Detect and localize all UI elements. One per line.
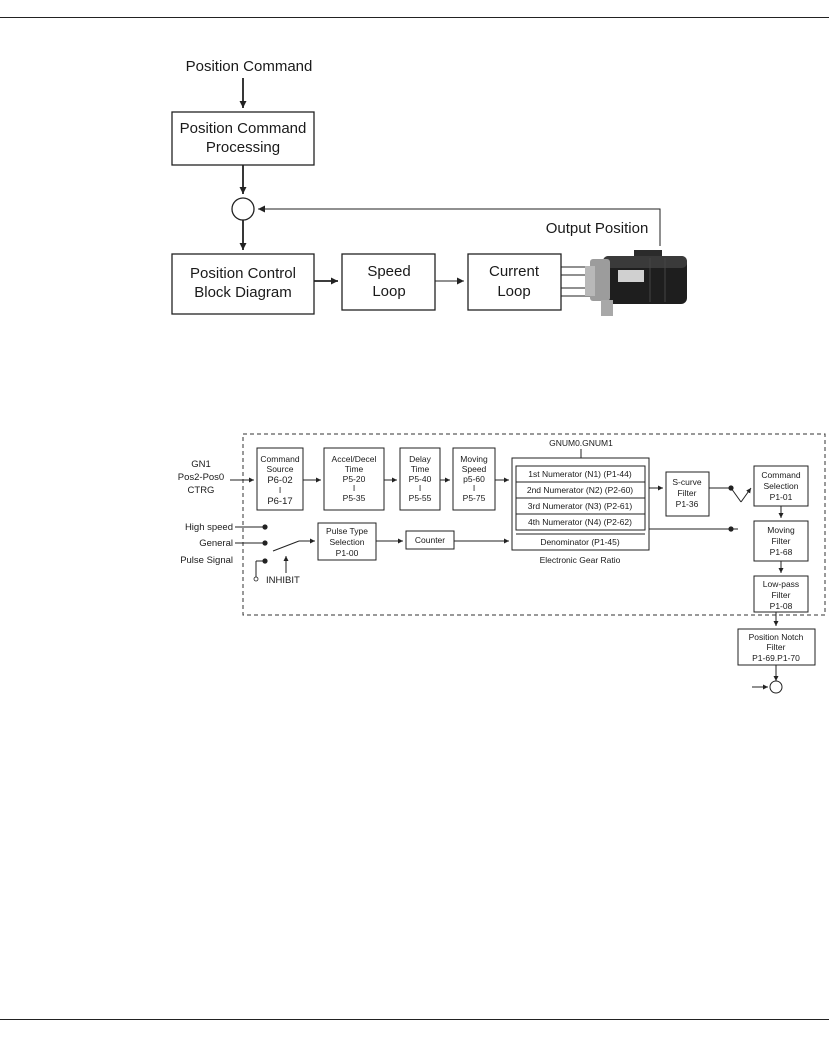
- electronic-gear-ratio-label: Electronic Gear Ratio: [540, 555, 621, 565]
- command-source-box: [256, 447, 304, 511]
- general-label: General: [199, 538, 233, 549]
- top-rule: [0, 17, 829, 18]
- bottom-rule: [0, 1019, 829, 1020]
- high-speed-contact: [262, 524, 268, 530]
- low-pass-l2: Filter: [772, 590, 791, 600]
- processing-box: [171, 111, 315, 166]
- moving-speed-l2: Speed: [462, 464, 487, 474]
- s-curve-box: [665, 471, 710, 517]
- input-pos: Pos2-Pos0: [178, 472, 224, 483]
- gnum-label: GNUM0.GNUM1: [549, 438, 613, 448]
- pcbd-box: [171, 253, 315, 315]
- moving-filter-box: [753, 520, 809, 562]
- high-speed-label: High speed: [185, 522, 233, 533]
- moving-speed-box: [452, 447, 496, 511]
- numerator-4: 4th Numerator (N4) (P2-62): [528, 517, 632, 527]
- delay-l5: P5-55: [409, 493, 432, 503]
- delay-l2: Time: [411, 464, 430, 474]
- current-loop-label-line1: Current: [489, 263, 540, 280]
- pulse-switch-end: [253, 576, 259, 582]
- delay-time-box: [399, 447, 441, 511]
- delay-l3: P5-40: [409, 474, 432, 484]
- numerator-2: 2nd Numerator (N2) (P2-60): [527, 485, 633, 495]
- delay-l1: Delay: [409, 454, 431, 464]
- numerator-4-box: [515, 513, 646, 531]
- command-source-l1: Command: [260, 454, 299, 464]
- processing-label-line1: Position Command: [180, 120, 307, 137]
- low-pass-l1: Low-pass: [763, 579, 799, 589]
- command-source-l2: Source: [267, 464, 294, 474]
- processing-label-line2: Processing: [206, 139, 280, 156]
- general-contact: [262, 540, 268, 546]
- low-pass-l3: P1-08: [770, 601, 793, 611]
- accel-decel-box: [323, 447, 385, 511]
- s-curve-l1: S-curve: [672, 477, 702, 487]
- low-pass-box: [753, 575, 809, 613]
- input-ctrg: CTRG: [188, 485, 215, 496]
- inhibit-label: INHIBIT: [266, 575, 300, 586]
- accel-l3: P5-20: [343, 474, 366, 484]
- moving-filter-l3: P1-68: [770, 547, 793, 557]
- input-gn1: GN1: [191, 459, 211, 470]
- moving-speed-l4: I: [473, 483, 475, 493]
- command-selection-box: [753, 465, 809, 507]
- servo-motor-icon: [585, 250, 687, 316]
- command-source-l3: P6-02: [267, 475, 292, 486]
- position-command-detail: GN1 Pos2-Pos0 CTRG Command Source P6-02 …: [178, 433, 826, 694]
- speed-loop-box: [341, 253, 436, 311]
- numerator-3: 3rd Numerator (N3) (P2-61): [528, 501, 633, 511]
- speed-loop-label-line1: Speed: [367, 263, 410, 280]
- pulse-type-l3: P1-00: [336, 548, 359, 558]
- s-curve-l2: Filter: [678, 488, 697, 498]
- summing-junction-2: [769, 680, 783, 694]
- notch-filter-box: [737, 628, 816, 666]
- moving-filter-l2: Filter: [772, 536, 791, 546]
- dashed-boundary: [242, 433, 826, 616]
- moving-filter-l1: Moving: [767, 525, 795, 535]
- feedback-line: [258, 205, 661, 246]
- pulse-switch-blade: [272, 540, 300, 552]
- counter-box: [405, 530, 455, 550]
- accel-l5: P5-35: [343, 493, 366, 503]
- pulse-type-l1: Pulse Type: [326, 526, 368, 536]
- s-curve-l3: P1-36: [676, 499, 699, 509]
- pulse-signal-label: Pulse Signal: [180, 555, 233, 566]
- numerator-1: 1st Numerator (N1) (P1-44): [528, 469, 632, 479]
- current-loop-label-line2: Loop: [497, 283, 530, 300]
- command-selection-l3: P1-01: [770, 492, 793, 502]
- position-command-label: Position Command: [186, 58, 313, 75]
- summing-junction: [231, 197, 255, 221]
- moving-speed-l5: P5-75: [463, 493, 486, 503]
- moving-speed-l3: p5-60: [463, 474, 485, 484]
- switch-blade: [730, 487, 742, 503]
- speed-loop-label-line2: Loop: [372, 283, 405, 300]
- moving-speed-l1: Moving: [460, 454, 488, 464]
- notch-l2: Filter: [767, 642, 786, 652]
- command-source-l4: I: [279, 485, 281, 495]
- switch-contact-lower: [728, 526, 734, 532]
- arrow-to-command-selection: [740, 487, 752, 503]
- pulse-type-l2: Selection: [330, 537, 365, 547]
- output-position-label: Output Position: [546, 220, 649, 237]
- counter-label: Counter: [415, 535, 445, 545]
- denominator: Denominator (P1-45): [540, 537, 620, 547]
- command-selection-l1: Command: [761, 470, 800, 480]
- pcbd-label-line1: Position Control: [190, 265, 296, 282]
- accel-l4: I: [353, 483, 355, 493]
- notch-l1: Position Notch: [749, 632, 804, 642]
- accel-l2: Time: [345, 464, 364, 474]
- command-source-l5: P6-17: [267, 496, 292, 507]
- current-loop-box: [467, 253, 562, 311]
- command-selection-l2: Selection: [764, 481, 799, 491]
- delay-l4: I: [419, 483, 421, 493]
- position-control-overview: Position Command Position Command Proces…: [171, 58, 687, 316]
- accel-l1: Accel/Decel: [332, 454, 377, 464]
- pcbd-label-line2: Block Diagram: [194, 284, 292, 301]
- notch-l3: P1-69.P1-70: [752, 653, 800, 663]
